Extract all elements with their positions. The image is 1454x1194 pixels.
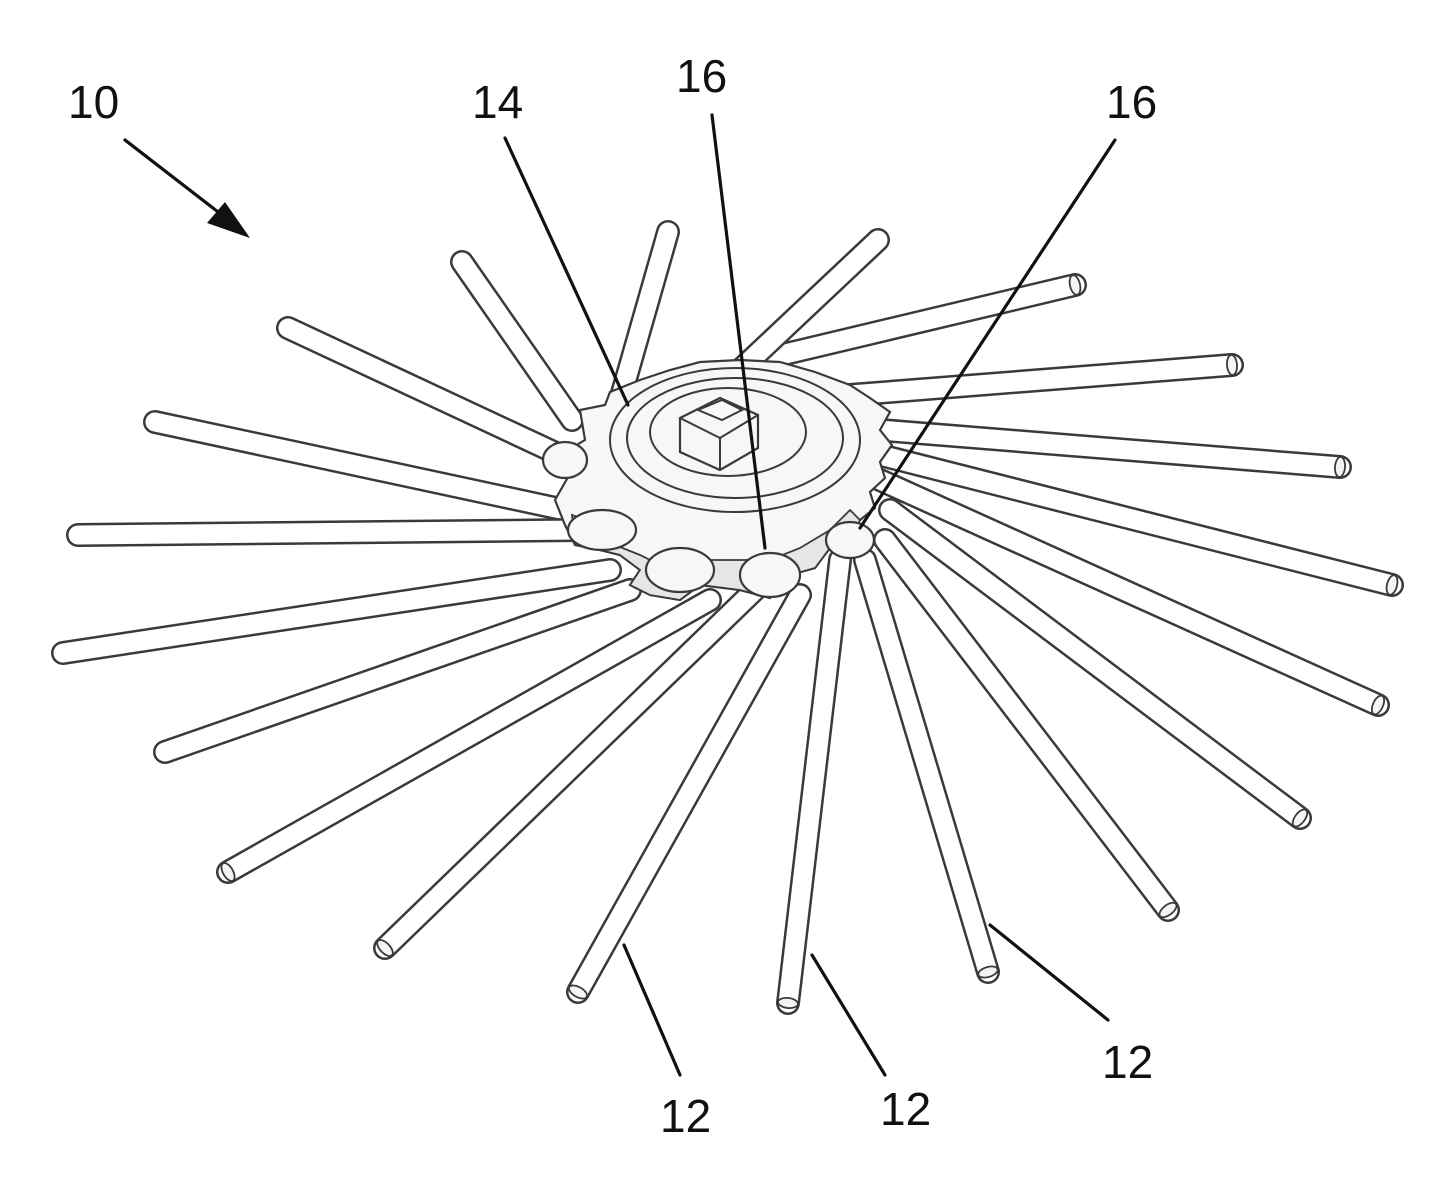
label-rod-a: 12	[660, 1090, 711, 1142]
assembly-pointer-arrow	[125, 140, 250, 238]
leader-rod-b	[812, 955, 885, 1075]
rods	[63, 232, 1399, 1009]
label-socket-a: 16	[676, 50, 727, 102]
socket-boss-mid	[646, 548, 714, 592]
label-rod-c: 12	[1102, 1036, 1153, 1088]
rod-18	[850, 355, 1238, 395]
leader-rod-a	[624, 945, 680, 1075]
rod-12	[865, 560, 999, 980]
leader-rod-c	[990, 925, 1108, 1020]
socket-boss-front	[740, 553, 800, 597]
rod-2	[462, 262, 572, 420]
rod-end-cap	[1226, 355, 1238, 376]
socket-boss-right	[826, 522, 874, 558]
socket-boss-left	[568, 510, 636, 550]
rod-6	[63, 570, 610, 653]
label-assembly: 10	[68, 76, 119, 128]
socket-boss-back-left	[543, 442, 587, 478]
rod-5	[78, 530, 580, 535]
label-socket-b: 16	[1106, 76, 1157, 128]
label-hub: 14	[472, 76, 523, 128]
label-rod-b: 12	[880, 1083, 931, 1135]
